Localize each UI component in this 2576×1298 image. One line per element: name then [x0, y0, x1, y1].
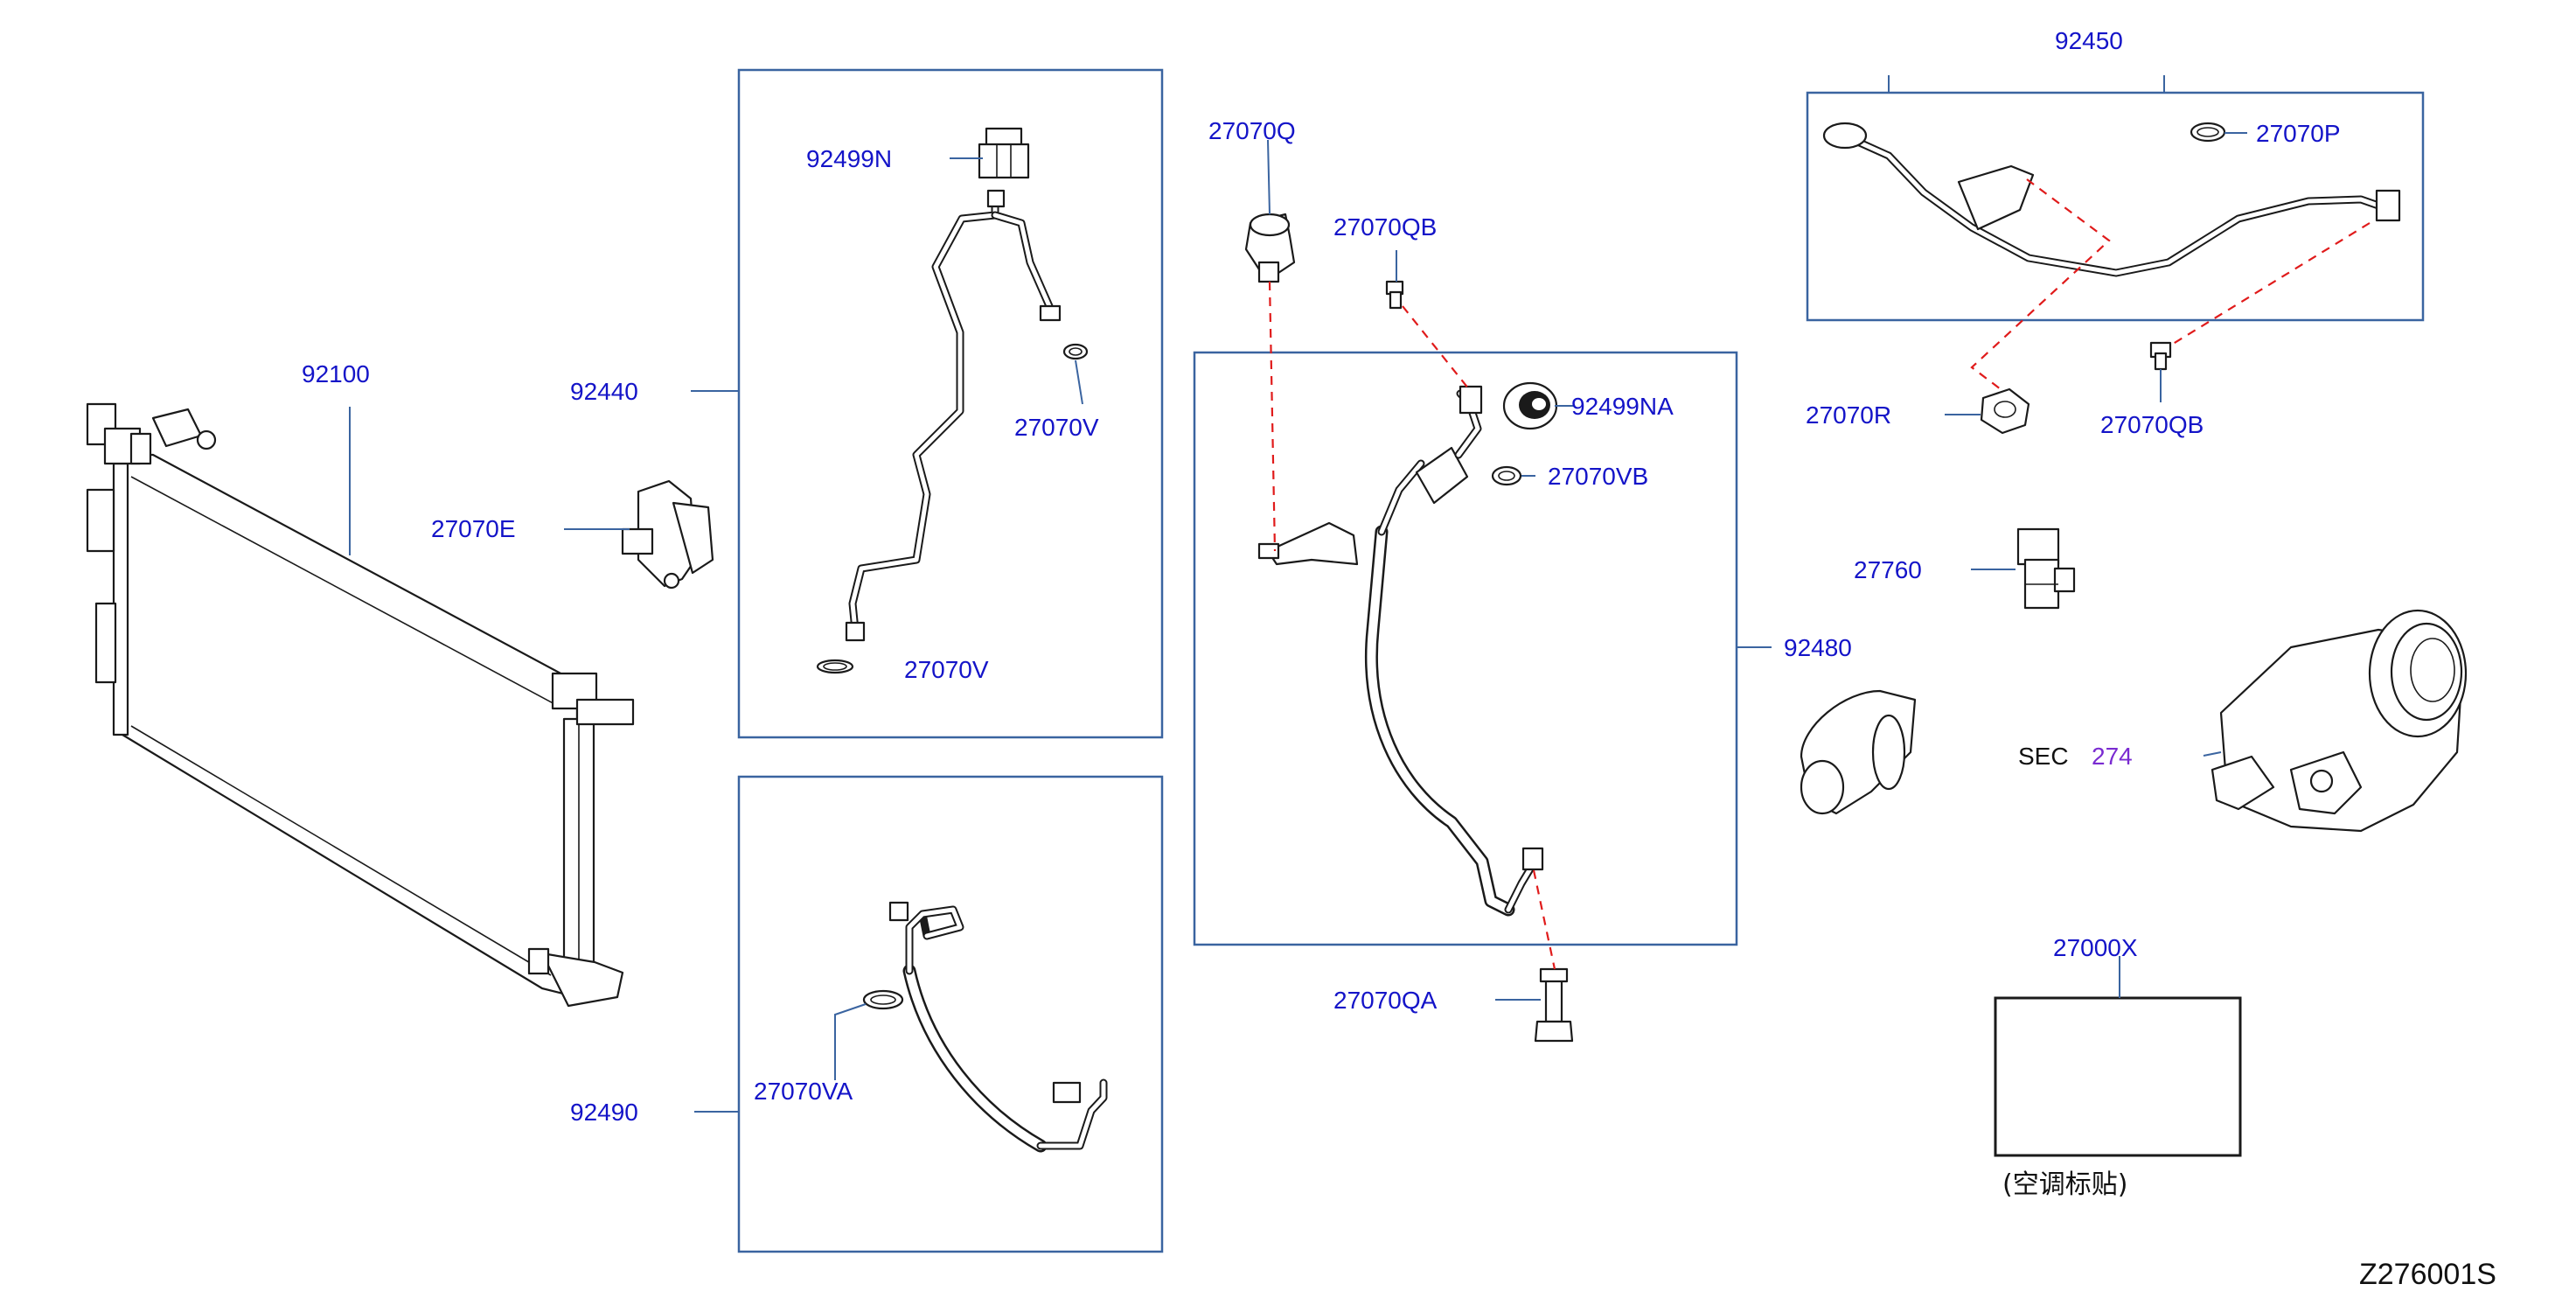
- box-92490: [737, 775, 1164, 1253]
- label-27070V-upper[interactable]: 27070V: [1014, 414, 1099, 441]
- label-27070QB-right[interactable]: 27070QB: [2100, 411, 2204, 438]
- label-92499NA[interactable]: 92499NA: [1571, 393, 1674, 420]
- label-27070P[interactable]: 27070P: [2256, 120, 2341, 147]
- label-27070Q[interactable]: 27070Q: [1208, 117, 1296, 144]
- label-27070QA[interactable]: 27070QA: [1333, 987, 1438, 1014]
- label-note: (空调标贴): [2002, 1169, 2127, 1200]
- connector-27760-drawing[interactable]: [2016, 527, 2076, 610]
- label-92490[interactable]: 92490: [570, 1099, 638, 1126]
- pipe-92440-drawing[interactable]: [845, 189, 1062, 642]
- cap-92499N-drawing[interactable]: [978, 127, 1030, 179]
- section-number-link[interactable]: 274: [2092, 743, 2133, 770]
- oring-27070VA-drawing[interactable]: [862, 989, 904, 1010]
- bolt-27070QB-right-drawing[interactable]: [2149, 341, 2172, 371]
- condenser-drawing[interactable]: [86, 402, 635, 1008]
- box-92440: [737, 68, 1164, 739]
- figure-code: Z276001S: [2359, 1258, 2496, 1291]
- label-27070R[interactable]: 27070R: [1806, 401, 1891, 429]
- label-27070VB[interactable]: 27070VB: [1548, 463, 1648, 490]
- pipe-92450-drawing[interactable]: [1822, 122, 2401, 277]
- nut-27070R-drawing[interactable]: [1980, 387, 2030, 435]
- section-prefix: SEC: [2018, 743, 2069, 770]
- label-92100[interactable]: 92100: [302, 360, 370, 387]
- label-27070VA[interactable]: 27070VA: [754, 1078, 853, 1105]
- hose-92480-drawing[interactable]: [1257, 385, 1544, 917]
- box-92450: [1806, 91, 2425, 322]
- oring-27070V-lower-drawing[interactable]: [816, 659, 854, 674]
- bolt-27070QA-drawing[interactable]: [1534, 967, 1574, 1043]
- sensor-27070Q-drawing[interactable]: [1244, 213, 1296, 283]
- label-92450[interactable]: 92450: [2055, 27, 2123, 54]
- pipe-92490-drawing[interactable]: [888, 901, 1108, 1153]
- label-27000X[interactable]: 27000X: [2053, 934, 2138, 961]
- label-92499N[interactable]: 92499N: [806, 145, 892, 172]
- oring-27070P-drawing[interactable]: [2190, 122, 2226, 143]
- oring-27070V-upper-drawing[interactable]: [1062, 343, 1089, 360]
- cap-92499NA-drawing[interactable]: [1502, 381, 1558, 430]
- label-27070QB[interactable]: 27070QB: [1333, 213, 1437, 241]
- box-92480: [1193, 351, 1738, 946]
- compressor-drawing[interactable]: [2210, 609, 2468, 833]
- boot-drawing[interactable]: [1800, 689, 1917, 815]
- oring-27070VB-drawing[interactable]: [1491, 465, 1522, 486]
- label-92440[interactable]: 92440: [570, 378, 638, 405]
- label-plate-27000X[interactable]: [1994, 996, 2242, 1157]
- label-27760[interactable]: 27760: [1854, 556, 1922, 583]
- label-27070E[interactable]: 27070E: [431, 515, 516, 542]
- bracket-27070E-drawing[interactable]: [621, 479, 714, 590]
- label-92480[interactable]: 92480: [1784, 634, 1852, 661]
- leader-lines: [349, 75, 2247, 1113]
- assembly-dashes: [1268, 178, 2371, 970]
- label-27070V-lower[interactable]: 27070V: [904, 656, 989, 683]
- bolt-27070QB-drawing[interactable]: [1385, 280, 1404, 310]
